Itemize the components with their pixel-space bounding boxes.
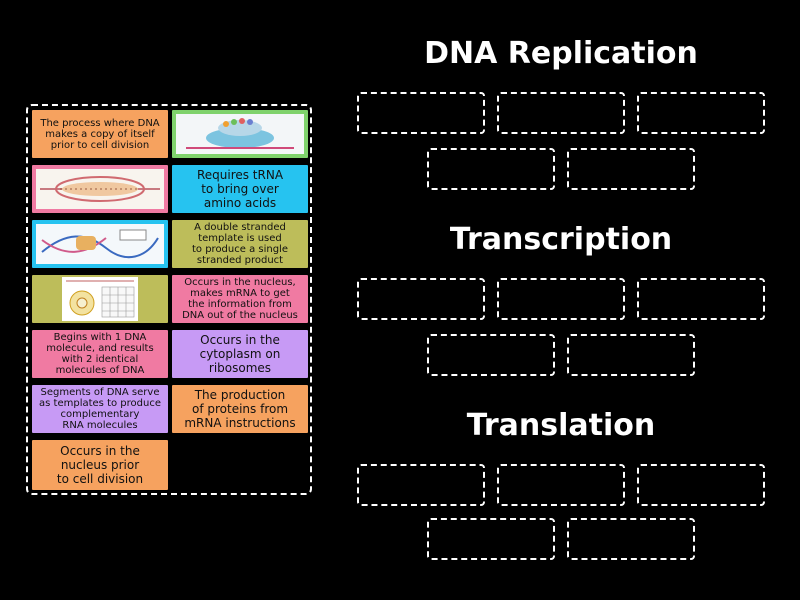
card-pool [26,104,312,495]
card-dna-replication-result[interactable]: Begins with 1 DNA molecule, and results … [32,330,168,378]
card-dna-replication-nucleus[interactable]: Occurs in the nucleus prior to cell divi… [32,440,168,490]
drop-slot-dna-replication-3[interactable] [637,92,765,134]
ribosome-diagram-icon [176,114,304,154]
card-translation-trna[interactable]: Requires tRNA to bring over amino acids [172,165,308,213]
group-title-transcription: Transcription [449,222,673,257]
card-transcription-nucleus-mrna[interactable]: Occurs in the nucleus, makes mRNA to get… [172,275,308,323]
drop-slot-dna-replication-1[interactable] [357,92,485,134]
drop-slot-translation-1[interactable] [357,464,485,506]
transcription-diagram-icon [36,224,164,264]
dna-bubble-diagram-icon [36,169,164,209]
drop-slot-transcription-1[interactable] [357,278,485,320]
drop-slot-translation-3[interactable] [637,464,765,506]
card-translation-protein-production[interactable]: The production of proteins from mRNA ins… [172,385,308,433]
drop-slot-translation-4[interactable] [427,518,555,560]
drop-slot-transcription-4[interactable] [427,334,555,376]
drop-slot-translation-2[interactable] [497,464,625,506]
drop-slot-dna-replication-4[interactable] [427,148,555,190]
card-ribosome-image[interactable] [172,110,308,158]
codon-table-diagram-icon [62,277,138,321]
group-title-dna-replication: DNA Replication [424,36,698,71]
card-double-stranded-template[interactable]: A double stranded template is used to pr… [172,220,308,268]
drop-slot-transcription-2[interactable] [497,278,625,320]
card-translation-cytoplasm[interactable]: Occurs in the cytoplasm on ribosomes [172,330,308,378]
drop-slot-translation-5[interactable] [567,518,695,560]
drop-slot-transcription-5[interactable] [567,334,695,376]
card-codon-table-image[interactable] [32,275,168,323]
drop-slot-dna-replication-2[interactable] [497,92,625,134]
drop-slot-transcription-3[interactable] [637,278,765,320]
card-transcription-image[interactable] [32,220,168,268]
card-dna-bubble-image[interactable] [32,165,168,213]
drop-slot-dna-replication-5[interactable] [567,148,695,190]
card-dna-replication-definition[interactable]: The process where DNA makes a copy of it… [32,110,168,158]
group-title-translation: Translation [466,408,656,443]
card-transcription-templates[interactable]: Segments of DNA serve as templates to pr… [32,385,168,433]
